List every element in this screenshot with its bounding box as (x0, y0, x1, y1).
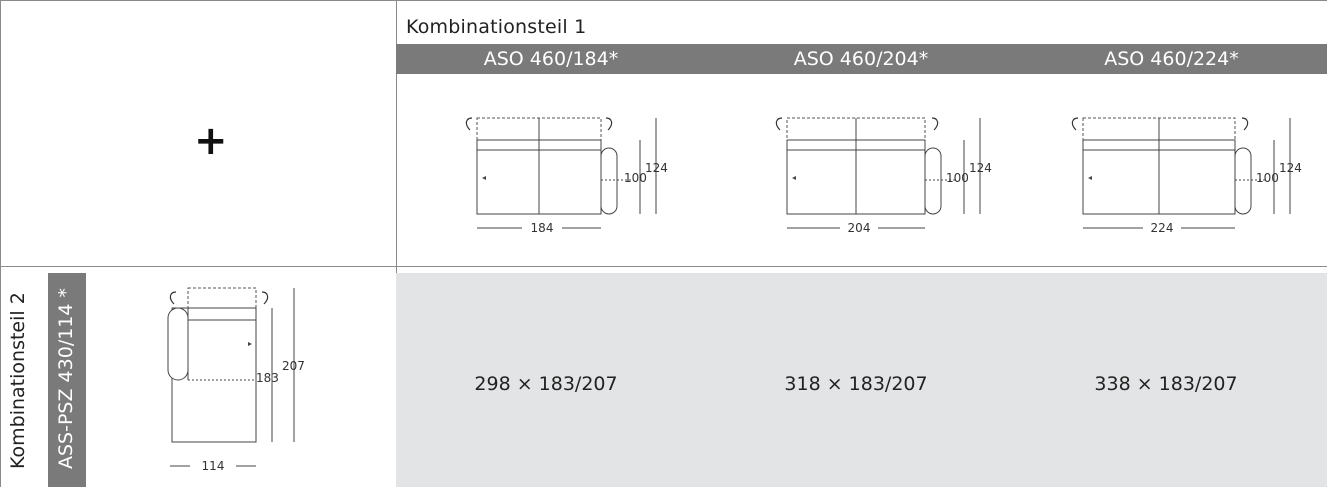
result-size-3: 338 × 183/207 (1094, 373, 1238, 395)
combination-part-1-label: Kombinationsteil 1 (406, 16, 587, 38)
width-label-1: 184 (531, 221, 554, 235)
depth-label-3: 100 (1256, 171, 1279, 185)
combination-part-2-label: Kombinationsteil 2 (7, 292, 29, 469)
sofa-diagram-2: 204 100 124 (775, 117, 992, 235)
height-label-3: 124 (1279, 161, 1302, 175)
plus-symbol: + (194, 118, 228, 164)
sofa-diagram-1: 184 100 124 (465, 117, 668, 235)
chaise-depth-label: 183 (256, 371, 279, 385)
results-area (396, 273, 1327, 487)
depth-label-2: 100 (946, 171, 969, 185)
width-label-2: 204 (848, 221, 871, 235)
result-size-1: 298 × 183/207 (474, 373, 618, 395)
model-title-1: ASO 460/184* (483, 48, 619, 70)
model-title-3: ASO 460/224* (1104, 48, 1239, 70)
item-model-label: ASS-PSZ 430/114 * (55, 287, 77, 469)
model-header-bar: ASO 460/184* ASO 460/204* ASO 460/224* (396, 44, 1327, 74)
depth-label-1: 100 (624, 171, 647, 185)
combination-part-2-cell: Kombinationsteil 2 (0, 273, 38, 487)
column-divider (396, 0, 397, 487)
height-label-2: 124 (969, 161, 992, 175)
result-size-2: 318 × 183/207 (784, 373, 928, 395)
width-label-3: 224 (1151, 221, 1174, 235)
height-label-1: 124 (645, 161, 668, 175)
sofa-diagram-3: 224 100 124 (1071, 117, 1302, 235)
row-divider (0, 266, 1327, 267)
left-border (0, 0, 1, 487)
model-title-2: ASO 460/204* (793, 48, 929, 70)
chaise-width-label: 114 (202, 459, 225, 473)
item-label-cell: ASS-PSZ 430/114 * (48, 273, 86, 487)
chaise-diagram: 114 183 207 (167, 287, 305, 473)
top-border (0, 0, 1327, 1)
chaise-height-label: 207 (282, 359, 305, 373)
